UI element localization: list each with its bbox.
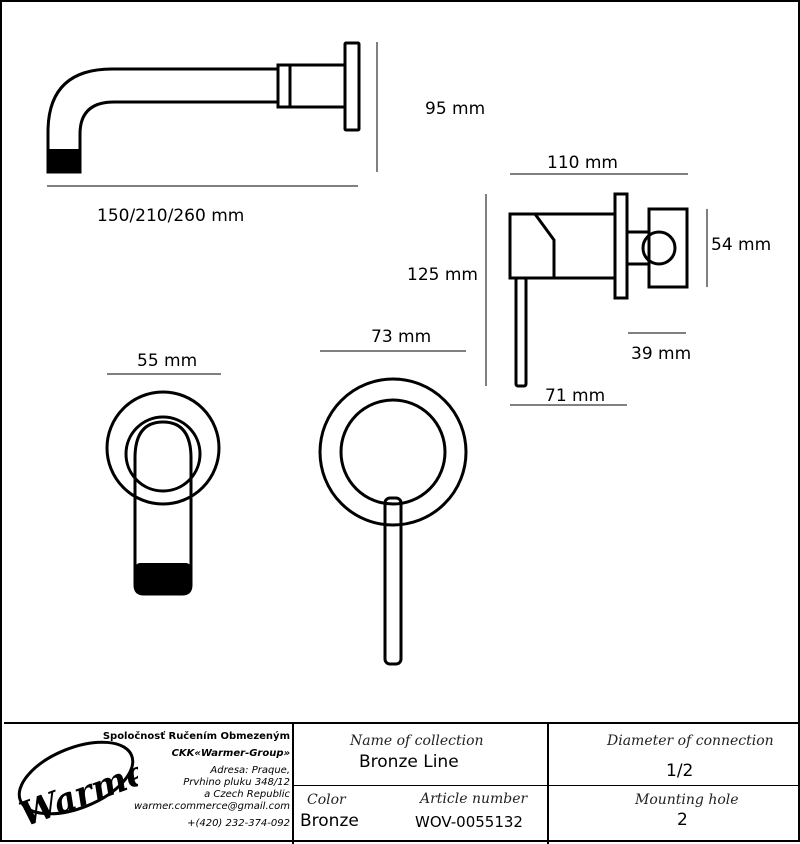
company-address-2: Prvhino pluku 348/12 bbox=[183, 777, 290, 788]
dim-label-outlet-width: 54 mm bbox=[711, 235, 771, 255]
company-cell: Warmer Spoločnosť Ručením Obmezeným CKK«… bbox=[4, 724, 290, 844]
spout-front-dimensions: 55 mm bbox=[107, 351, 221, 375]
mixer-front-dimensions: 73 mm bbox=[320, 327, 466, 352]
spout-front-collar bbox=[124, 415, 202, 493]
spout-wall-plate bbox=[343, 41, 361, 132]
warmer-logo: Warmer bbox=[15, 740, 138, 835]
color-caption: Color bbox=[307, 792, 346, 808]
article-caption: Article number bbox=[420, 791, 528, 807]
mixer-body bbox=[535, 212, 617, 280]
mixer-handle-block bbox=[508, 212, 556, 280]
spout-pipe bbox=[46, 67, 278, 174]
title-block: Warmer Spoločnosť Ručením Obmezeným CKK«… bbox=[4, 722, 800, 844]
spout-front-plate bbox=[105, 390, 221, 506]
article-value: WOV-0055132 bbox=[415, 813, 523, 831]
dim-label-spout-height: 95 mm bbox=[425, 99, 485, 119]
mixer-side-view bbox=[508, 192, 689, 388]
technical-drawing: 95 mm 150/210/260 mm 110 mm 125 bbox=[46, 41, 771, 666]
company-name: Spoločnosť Ručením Obmezeným bbox=[102, 731, 290, 742]
dim-label-lever-offset: 71 mm bbox=[545, 386, 605, 406]
mixer-front-plate bbox=[318, 377, 468, 527]
mixer-lever-stem bbox=[514, 276, 528, 388]
company-address-3: a Czech Republic bbox=[204, 789, 290, 800]
spout-front-tip bbox=[135, 563, 191, 594]
spout-aerator-tip bbox=[48, 149, 80, 172]
diameter-value: 1/2 bbox=[666, 761, 694, 781]
dim-label-spout-length: 150/210/260 mm bbox=[97, 206, 244, 226]
dim-label-mixer-depth: 110 mm bbox=[547, 153, 618, 173]
company-address-1: Adresa: Praque, bbox=[210, 765, 290, 776]
mounting-value: 2 bbox=[677, 810, 688, 830]
company-email: warmer.commerce@gmail.com bbox=[133, 801, 290, 812]
dim-label-mixer-height: 125 mm bbox=[407, 265, 478, 285]
dim-label-spout-plate: 55 mm bbox=[137, 351, 197, 371]
spout-collar bbox=[276, 63, 347, 109]
dim-label-outlet-depth: 39 mm bbox=[631, 344, 691, 364]
title-block-row-divider bbox=[294, 785, 800, 786]
title-block-divider-1 bbox=[292, 724, 294, 844]
title-block-divider-2 bbox=[547, 724, 549, 844]
company-info: Spoločnosť Ručením Obmezeným CKK«Warmer-… bbox=[10, 731, 290, 830]
mixer-front-inner-ring bbox=[339, 398, 447, 506]
spout-front-view bbox=[105, 390, 221, 596]
spout-side-view bbox=[46, 41, 361, 174]
mixer-flange bbox=[613, 192, 629, 300]
collection-caption: Name of collection bbox=[350, 733, 484, 749]
mixer-front-view bbox=[318, 377, 468, 666]
dim-label-mixer-plate: 73 mm bbox=[371, 327, 431, 347]
color-value: Bronze bbox=[300, 811, 359, 831]
mounting-caption: Mounting hole bbox=[635, 792, 739, 808]
collection-value: Bronze Line bbox=[359, 752, 459, 772]
spout-dimensions: 95 mm 150/210/260 mm bbox=[47, 42, 485, 226]
mixer-dimensions: 110 mm 125 mm 54 mm 39 mm 71 mm bbox=[407, 153, 771, 406]
company-group: CKK«Warmer-Group» bbox=[171, 748, 290, 759]
mixer-outlet-box bbox=[647, 207, 689, 289]
mixer-outlet-port bbox=[641, 230, 677, 266]
company-phone: +(420) 232-374-092 bbox=[187, 818, 290, 829]
diameter-caption: Diameter of connection bbox=[607, 733, 774, 749]
mixer-front-lever bbox=[383, 496, 403, 666]
